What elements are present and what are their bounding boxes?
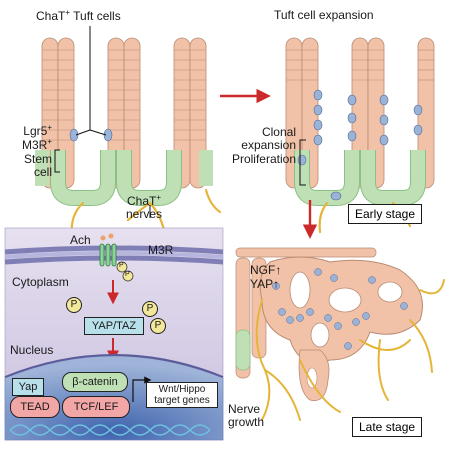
nerves-label: ChaT+ nerves [126,193,163,222]
nucleus-label: Nucleus [10,343,54,357]
receptor-phospho [116,261,134,282]
stem-cell-label: Lgr5+ M3R+ Stem cell [6,123,52,180]
receptor-p-1: P [119,262,124,269]
nerve-line-1: Nerve [228,402,261,416]
beta-catenin-box: β-catenin [62,372,128,392]
desc-line-1: Clonal [261,125,296,139]
yap-up-label: YAP↑ [250,277,280,291]
p-right: P [142,301,158,317]
yap-box: Yap [12,378,44,396]
nerve-line-2: growth [228,415,265,430]
target-genes-box: Wnt/Hippo target genes [146,382,218,409]
ach-label: Ach [70,233,91,247]
chat-label: ChaT [36,9,66,23]
tuft-cells-label: ChaT+ Tuft cells [36,8,121,23]
crypt-villus-right [285,37,435,234]
receptor-p-2: P [125,271,130,278]
tuft-cells-expanded [297,89,423,201]
desc-line-2: expansion [241,138,296,153]
ngf-label: NGF↑ [250,263,282,277]
stem-line-stem: Stem [23,151,52,166]
nerves-late [255,279,445,421]
dna-helix [9,424,211,436]
m3r-label: M3R [148,243,174,257]
tuft-cells-text: Tuft cells [70,9,121,23]
targets-line-2: target genes [154,395,210,407]
tuft-cells-tumor [272,268,408,350]
p-lower: P [150,318,166,334]
yap-taz-box: YAP/TAZ [84,317,144,335]
clonal-expansion-label: Clonal expansion Proliferation [222,125,296,166]
targets-line-1: Wnt/Hippo [158,384,206,395]
stem-line-m3r: M3R+ [21,137,52,153]
tead-box: TEAD [10,396,60,418]
nerves-chat: ChaT [127,194,157,208]
stem-line-cell: cell [33,165,52,180]
p-left: P [66,297,82,313]
nerve-growth-label: Nerve growth [228,402,265,430]
target-gene-arrow [132,376,152,402]
tcf-lef-box: TCF/LEF [62,396,130,418]
early-stage-badge: Early stage [348,204,423,224]
crypt-villus-left [35,26,222,237]
stem-line-lgr5: Lgr5+ [23,123,52,138]
tuft-cells-left [69,128,113,142]
desc-line-3: Proliferation [231,151,296,166]
m3r-receptor [99,243,117,267]
late-stage-tissue [235,247,445,421]
tuft-expansion-title: Tuft cell expansion [274,8,374,22]
crypt-stem-cells-left [35,150,213,206]
nerves-line2: nerves [126,207,163,222]
bracket-right [299,139,306,186]
nerves-sup: + [156,193,162,202]
pointer-lines-left [54,26,151,218]
chat-sup: + [65,8,71,17]
late-stage-badge: Late stage [352,417,423,437]
cytoplasm-label: Cytoplasm [12,275,69,289]
ach-molecules [100,233,114,241]
